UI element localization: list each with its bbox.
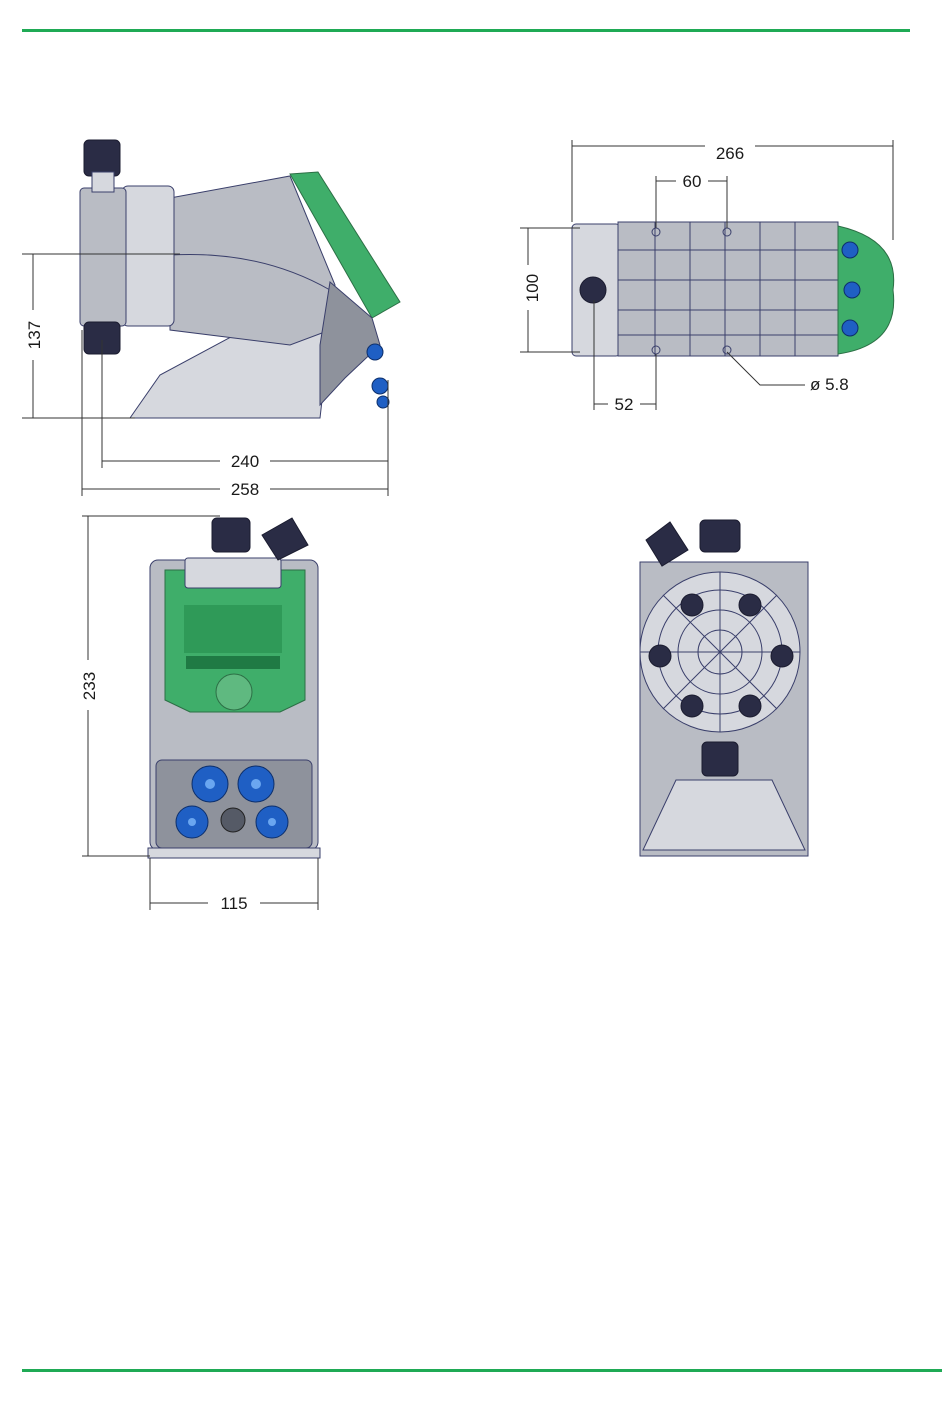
rear-bottom-valve-cap [702, 742, 738, 776]
rear-bolt-1 [681, 594, 703, 616]
top-dim-hole-label: ø 5.8 [810, 375, 849, 394]
top-dim-offset-label: 52 [615, 395, 634, 414]
side-top-valve-cap [84, 140, 120, 176]
front-fitting-4 [221, 808, 245, 832]
front-view: 233 115 [80, 516, 320, 913]
side-pump-head [80, 188, 126, 326]
top-view: 266 60 100 52 ø 5.8 [520, 140, 894, 414]
side-top-valve-neck [92, 172, 114, 192]
rear-bolt-3 [649, 645, 671, 667]
front-side-valve-cap [262, 518, 308, 560]
top-fitting-1 [842, 242, 858, 258]
front-top-valve-cap [212, 518, 250, 552]
top-dim-width-label: 100 [523, 274, 542, 302]
top-dim-total-length-label: 266 [716, 144, 744, 163]
rear-side-valve-cap [646, 522, 688, 566]
front-dim-width-label: 115 [220, 894, 247, 913]
side-view: 137 240 258 [22, 140, 400, 499]
side-fitting-2 [372, 378, 388, 394]
top-fitting-3 [842, 320, 858, 336]
rear-bolt-5 [681, 695, 703, 717]
rear-bolt-4 [771, 645, 793, 667]
front-display-bar [186, 656, 280, 669]
front-head-bracket [185, 558, 281, 588]
front-dim-height-label: 233 [80, 672, 99, 700]
side-dim-inner-length-label: 240 [231, 452, 259, 471]
side-fitting-3 [377, 396, 389, 408]
top-dim-hole-leader [727, 352, 805, 385]
rear-bolt-6 [739, 695, 761, 717]
top-dim-hole-spacing-label: 60 [683, 172, 702, 191]
rear-view [640, 520, 808, 856]
rear-bolt-2 [739, 594, 761, 616]
top-body-grid [618, 222, 838, 356]
front-display [184, 605, 282, 653]
front-knob [216, 674, 252, 710]
side-fitting-1 [367, 344, 383, 360]
front-connector-panel [156, 760, 312, 848]
side-dim-total-length-label: 258 [231, 480, 259, 499]
side-pump-ring [122, 186, 174, 326]
front-base-plate [148, 848, 320, 858]
rear-top-valve-cap [700, 520, 740, 552]
top-valve-cap [580, 277, 606, 303]
side-dim-height-label: 137 [25, 321, 44, 349]
top-fitting-2 [844, 282, 860, 298]
